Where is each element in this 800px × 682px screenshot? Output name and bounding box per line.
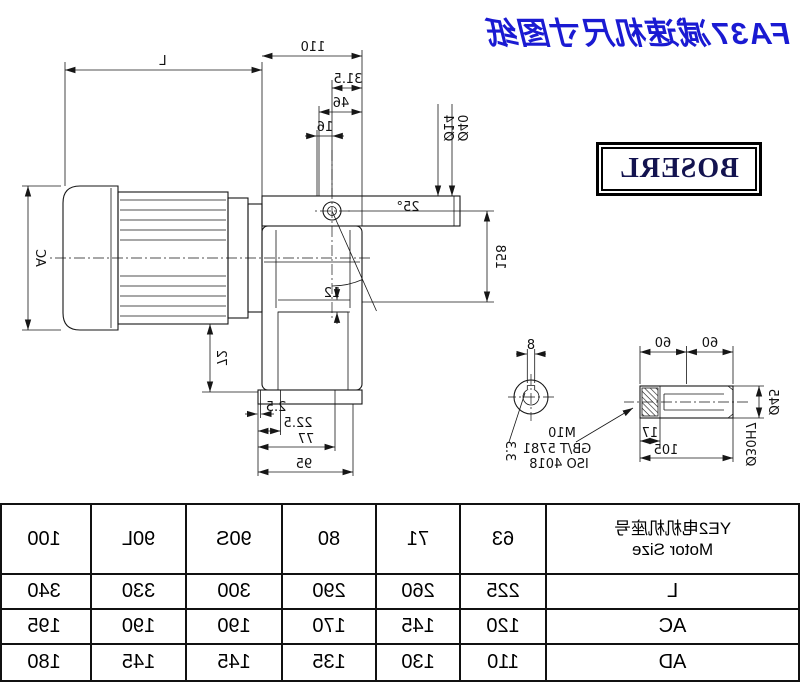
dim-phi14-label: Ø14 (440, 115, 455, 142)
dim-60b-label: 60 (655, 336, 672, 351)
motor-outline (48, 185, 370, 331)
dim-110-label: 110 (301, 40, 326, 55)
table-cell: 300 (185, 575, 281, 610)
table-cell: 145 (90, 645, 185, 680)
dim-22-5-label: 22.5 (284, 416, 313, 431)
fan-cover (62, 185, 119, 331)
table-col-90l: 90L (90, 505, 185, 575)
table-header-line1: YE2电机机座号 (613, 518, 732, 538)
dim-phi45-label: Ø45 (765, 389, 780, 416)
keyway-section (508, 374, 554, 421)
table-cell: 225 (459, 575, 545, 610)
dim-31-5-label: 31.5 (334, 72, 363, 87)
table-row-label-AD: AD (545, 645, 798, 680)
table-cell: 190 (185, 610, 281, 645)
dim-16-label: 16 (317, 120, 334, 135)
dim-158-label: 158 (492, 245, 507, 270)
table-header-line2: Motor Size (631, 540, 714, 559)
table-cell: 145 (375, 610, 459, 645)
dim-72-label: 72 (213, 350, 228, 367)
table-cell: 135 (281, 645, 375, 680)
table-header-motor-size: YE2电机机座号 Motor Size (545, 505, 798, 575)
callout-gbt-label: GB/T 5781 (523, 442, 592, 457)
shaft-detail (624, 385, 748, 419)
dim-46-label: 46 (333, 96, 350, 111)
table-cell: 110 (459, 645, 545, 680)
table-cell: 260 (375, 575, 459, 610)
table-cell: 170 (281, 610, 375, 645)
table-col-80: 80 (281, 505, 375, 575)
dim-17-label: 17 (642, 426, 659, 441)
dim-AC-label: AC (32, 249, 47, 267)
table-cell: 190 (90, 610, 185, 645)
dim-12-label: 12 (324, 286, 341, 301)
dim-8-label: 8 (527, 338, 535, 353)
table-cell: 330 (90, 575, 185, 610)
table-col-90s: 90S (185, 505, 281, 575)
table-col-71: 71 (375, 505, 459, 575)
dim-95-label: 95 (296, 457, 313, 472)
dimension-table: YE2电机机座号 Motor Size 63 71 80 90S 90L 100… (0, 503, 800, 682)
table-col-63: 63 (459, 505, 545, 575)
table-cell: 195 (0, 610, 90, 645)
dim-3-3-label: 3.3 (502, 441, 517, 462)
dimensions: L 110 31.5 46 16 Ø40 Ø14 25° 158 (22, 40, 780, 476)
table-cell: 180 (27, 651, 61, 673)
table-row-label-AC: AC (545, 610, 798, 645)
dim-25deg-label: 25° (396, 200, 419, 215)
dim-phi40-label: Ø40 (454, 115, 469, 142)
callout-iso-label: ISO 4018 (529, 457, 589, 472)
table-cell: 130 (375, 645, 459, 680)
dim-phi30h7-label: Ø30H7 (742, 422, 757, 467)
dim-77-label: 77 (298, 432, 315, 447)
dim-2-5-label: 2.5 (266, 400, 287, 415)
dim-105-label: 105 (654, 443, 679, 458)
table-cell: 120 (459, 610, 545, 645)
table-col-100: 100 (0, 505, 90, 575)
table-row-label-L: L (545, 575, 798, 610)
table-cell: 145 (185, 645, 281, 680)
table-cell: 340 (0, 575, 90, 610)
callout-m10-label: M10 (548, 426, 576, 441)
gearbox-outline (257, 150, 461, 405)
technical-drawing: L 110 31.5 46 16 Ø40 Ø14 25° 158 (22, 40, 780, 476)
dim-L-label: L (159, 54, 167, 69)
dim-60a-label: 60 (702, 336, 719, 351)
table-cell: 290 (281, 575, 375, 610)
